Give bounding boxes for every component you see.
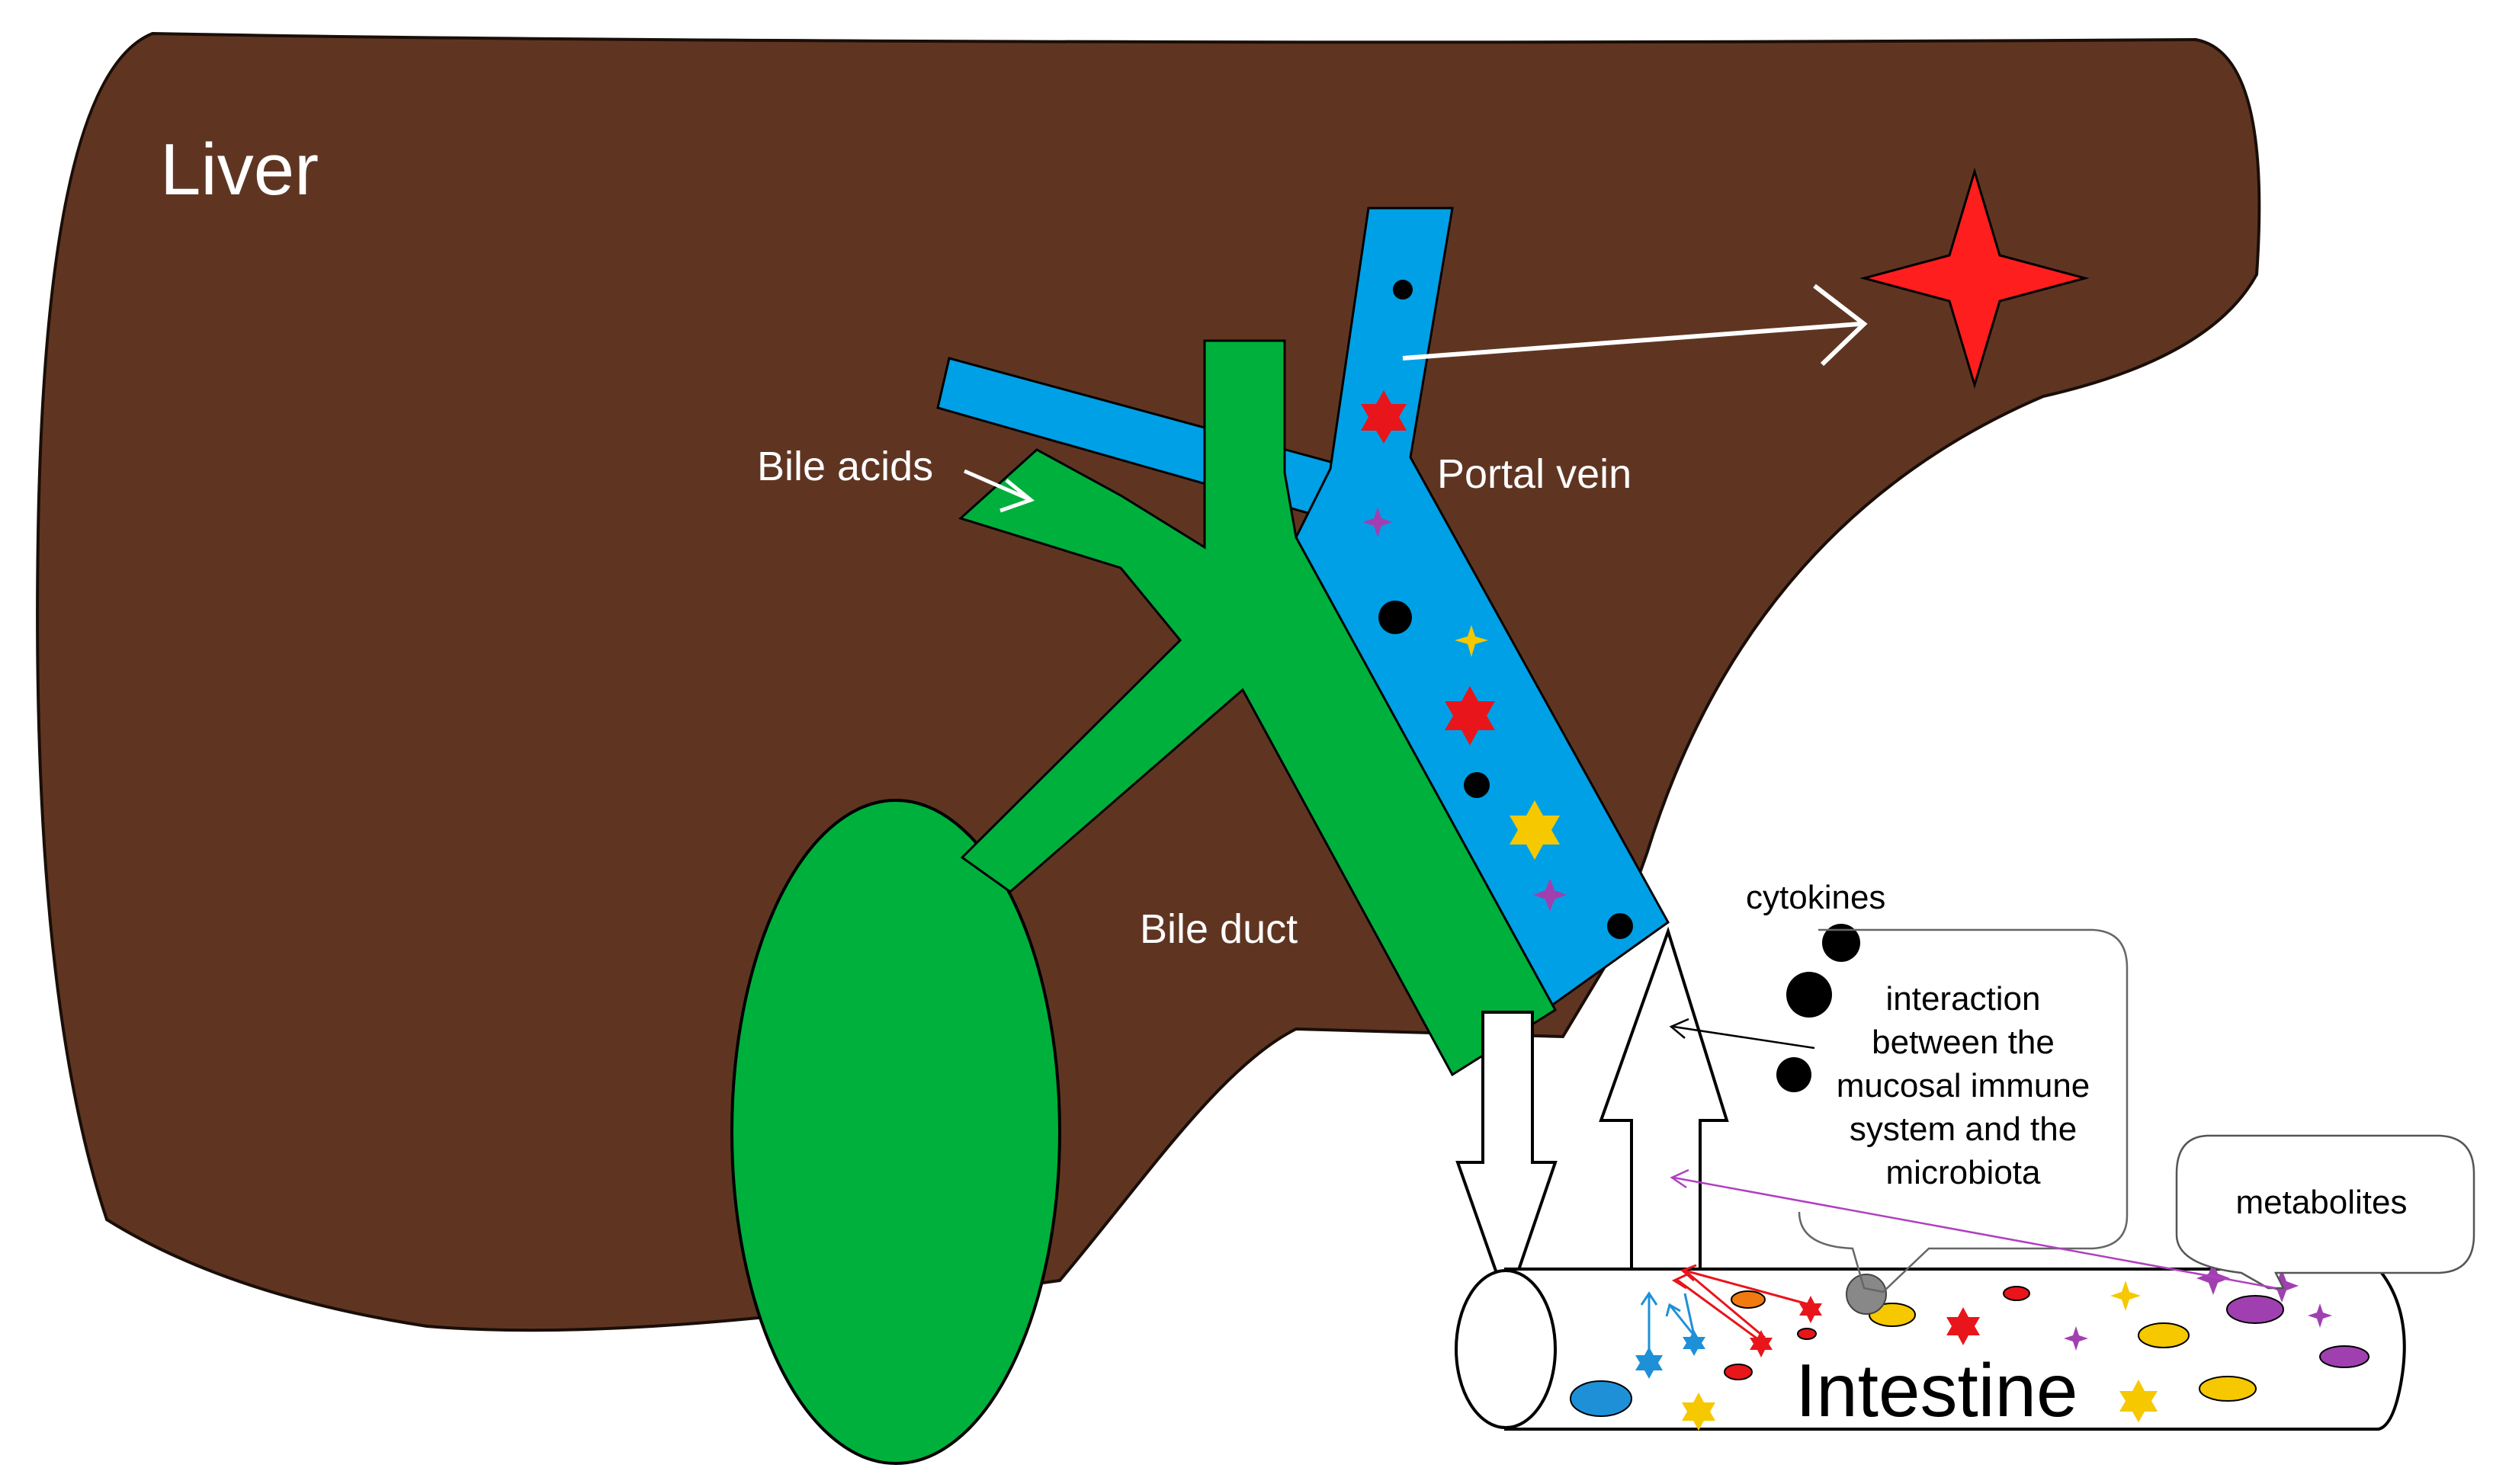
damage-star-icon [1859, 167, 2090, 389]
red-star-icon [1946, 1307, 1980, 1345]
red-star-icon [1750, 1330, 1773, 1357]
bile-acids-arrow [964, 469, 1035, 513]
blue-star-icon [1683, 1330, 1705, 1356]
yellow-sparkle-icon [2110, 1280, 2141, 1311]
purple-sparkle-icon [2308, 1303, 2332, 1328]
damage-arrow [1402, 284, 1868, 367]
cytokine-particles [1776, 924, 1860, 1092]
purple-sparkle-icon [1362, 507, 1393, 537]
intestine-particles [1570, 1261, 2369, 1431]
yellow-star-icon [1510, 800, 1560, 860]
portal-vein-particles [1361, 280, 1633, 939]
microbe-icon [2226, 1295, 2284, 1324]
metabolites-bubble [2175, 1134, 2475, 1290]
bile-flow-down-arrow [1455, 1011, 1558, 1309]
intestine-label: Intestine [1795, 1348, 2078, 1432]
bile-duct-label: Bile duct [1140, 906, 1298, 952]
portal-vein-label: Portal vein [1437, 451, 1632, 497]
grey-cell-icon [1846, 1274, 1887, 1315]
bile-duct [958, 339, 1557, 1077]
portal-flow-up-arrow [1599, 926, 1729, 1318]
microbe-icon [2138, 1322, 2190, 1348]
intestine-opening [1455, 1269, 1557, 1429]
blue-translocation-arrows [1640, 1291, 1696, 1353]
microbe-icon [2319, 1345, 2369, 1368]
bile-acids-label: Bile acids [757, 444, 933, 489]
cytokine-dot-icon [1786, 972, 1832, 1018]
cytokine-dot-icon [1393, 280, 1413, 300]
purple-sparkle-icon [2196, 1261, 2230, 1295]
yellow-sparkle-icon [1455, 625, 1488, 657]
yellow-star-icon [1682, 1393, 1715, 1431]
microbe-icon [1724, 1364, 1753, 1380]
yellow-star-icon [2119, 1380, 2158, 1422]
red-translocation-arrows [1671, 1264, 1811, 1343]
blue-star-icon [1635, 1347, 1663, 1379]
red-star-icon [1361, 390, 1407, 444]
gallbladder [730, 799, 1061, 1465]
microbe-icon [2003, 1286, 2030, 1301]
purple-sparkle-icon [2064, 1326, 2088, 1351]
interaction-label-line: between the [1872, 1024, 2055, 1061]
microbe-icon [1570, 1380, 1632, 1417]
cytokine-dot-icon [1378, 601, 1412, 634]
interaction-label: interaction between the mucosal immune s… [1837, 980, 2090, 1191]
cytokine-dot-icon [1822, 924, 1860, 962]
red-star-icon [1445, 686, 1495, 745]
liver-label: Liver [160, 129, 319, 210]
purple-sparkle-icon [1533, 878, 1567, 912]
interaction-label-line: interaction [1885, 980, 2040, 1018]
microbe-icon [2199, 1376, 2257, 1402]
cytokine-dot-icon [1776, 1057, 1811, 1092]
translocation-arrows [1635, 1264, 1822, 1379]
metabolites-label: metabolites [2235, 1184, 2407, 1221]
interaction-bubble [1798, 928, 2129, 1293]
microbe-icon [1731, 1290, 1766, 1309]
metabolite-pointer-arrow [1670, 1168, 2276, 1290]
microbe-icon [1797, 1328, 1817, 1340]
cytokine-dot-icon [1464, 772, 1490, 798]
interaction-pointer-arrow [1669, 1018, 1815, 1050]
interaction-label-line: system and the [1850, 1111, 2077, 1148]
cytokine-dot-icon [1607, 913, 1633, 939]
interaction-label-line: microbiota [1886, 1154, 2041, 1191]
interaction-label-line: mucosal immune [1837, 1067, 2090, 1104]
microbe-icon [1869, 1303, 1916, 1327]
red-star-icon [1799, 1296, 1822, 1323]
cytokines-label: cytokines [1746, 879, 1885, 916]
